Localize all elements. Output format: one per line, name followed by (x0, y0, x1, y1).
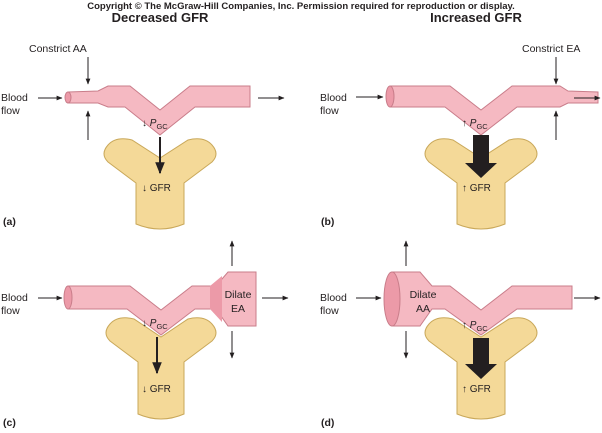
blood-flow-label: Blood (1, 92, 28, 104)
pgc-label: ↑ PGC (462, 118, 488, 131)
constrict-aa-label: Constrict AA (29, 43, 87, 55)
glomerular-capsule (424, 138, 538, 230)
panel-label-a: (a) (3, 216, 16, 228)
blood-flow-label: Blood (320, 92, 347, 104)
constrict-ea-label: Constrict EA (522, 43, 580, 55)
copyright-text: Copyright © The McGraw-Hill Companies, I… (87, 1, 515, 12)
vessel-end (383, 271, 401, 327)
gfr-label: ↓ GFR (142, 384, 171, 395)
vessel-end (63, 285, 73, 310)
panel-b: Blood flow Constrict EA ↑ PGC ↑ GFR (b) (320, 43, 601, 230)
dilated-ea-shading (210, 276, 222, 322)
blood-vessel (391, 271, 573, 336)
glomerular-capsule (103, 138, 217, 230)
dilate-ea-label: Dilate (225, 289, 252, 301)
filtration-arrow-large (465, 338, 497, 379)
panel-a: Blood flow Constrict AA ↓ PGC ↓ GFR (a) (1, 43, 285, 230)
blood-flow-label: flow (320, 105, 339, 117)
filtration-arrow-large (465, 135, 497, 178)
vessel-end (64, 91, 72, 104)
heading-decreased-gfr: Decreased GFR (112, 10, 209, 25)
gfr-label: ↑ GFR (462, 384, 491, 395)
vessel-end (385, 85, 395, 108)
panel-d: Blood flow Dilate AA ↑ PGC ↑ GFR (d) (320, 240, 601, 429)
blood-vessel (67, 85, 251, 136)
pgc-label: ↓ PGC (142, 118, 168, 131)
blood-flow-label: flow (1, 105, 20, 117)
pgc-label: ↑ PGC (462, 320, 488, 333)
dilate-aa-label: Dilate (410, 289, 437, 301)
blood-flow-label: flow (320, 305, 339, 317)
gfr-label: ↑ GFR (462, 183, 491, 194)
blood-flow-label: Blood (320, 292, 347, 304)
dilate-aa-label: AA (416, 303, 430, 315)
dilate-ea-label: EA (231, 303, 245, 315)
panel-label-b: (b) (321, 216, 334, 228)
pgc-label: ↓ PGC (142, 318, 168, 331)
blood-flow-label: Blood (1, 292, 28, 304)
blood-vessel (389, 85, 599, 136)
panel-label-d: (d) (321, 417, 334, 429)
panel-c: Blood flow Dilate EA ↓ PGC ↓ GFR (c) (1, 240, 289, 429)
panel-label-c: (c) (3, 417, 16, 429)
blood-flow-label: flow (1, 305, 20, 317)
blood-vessel (67, 271, 257, 336)
heading-increased-gfr: Increased GFR (430, 10, 522, 25)
gfr-label: ↓ GFR (142, 183, 171, 194)
